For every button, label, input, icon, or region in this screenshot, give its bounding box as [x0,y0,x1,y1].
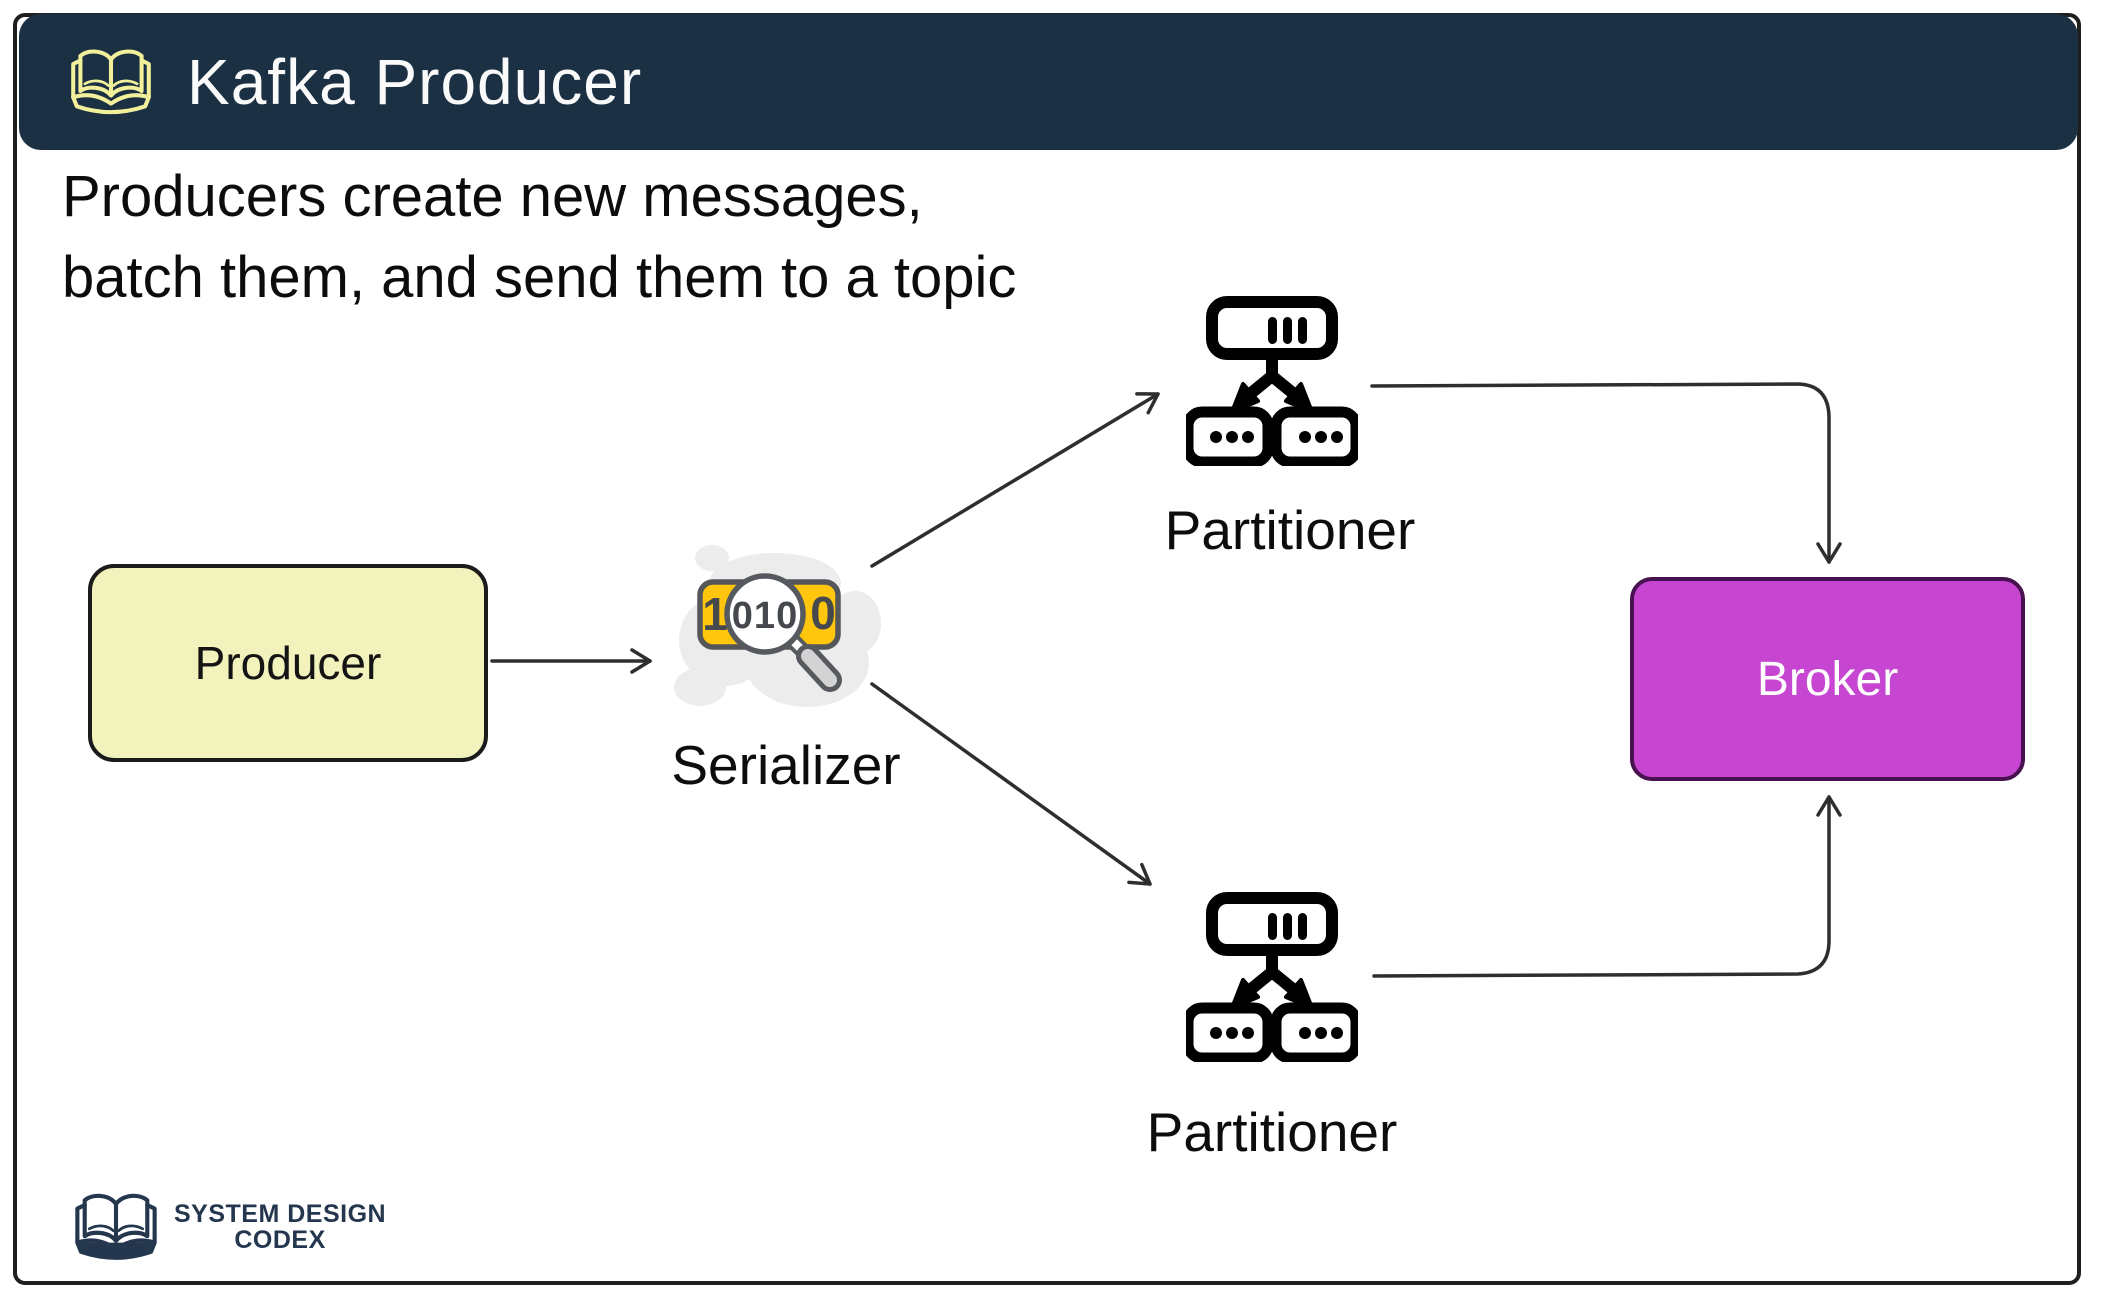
broker-node: Broker [1630,577,2025,781]
intro-line-2: batch them, and send them to a topic [62,245,1017,310]
brand-logo: SYSTEM DESIGN CODEX [70,1190,386,1264]
producer-node: Producer [88,564,488,762]
page-title: Kafka Producer [187,46,643,118]
header-bar: Kafka Producer [19,14,2078,150]
intro-line-1: Producers create new messages, [62,164,923,229]
brand-line-2: CODEX [234,1226,326,1254]
brand-text: SYSTEM DESIGN CODEX [174,1201,386,1253]
open-book-icon [71,49,151,115]
intro-text: Producers create new messages, batch the… [62,156,1016,318]
broker-label: Broker [1756,652,1899,706]
open-book-icon [75,1193,157,1260]
partitioner-top-label: Partitioner [1164,499,1416,561]
partitioner-bottom-label: Partitioner [1146,1101,1398,1163]
producer-label: Producer [194,637,382,689]
brand-line-1: SYSTEM DESIGN [174,1200,387,1228]
serializer-label: Serializer [671,734,901,796]
